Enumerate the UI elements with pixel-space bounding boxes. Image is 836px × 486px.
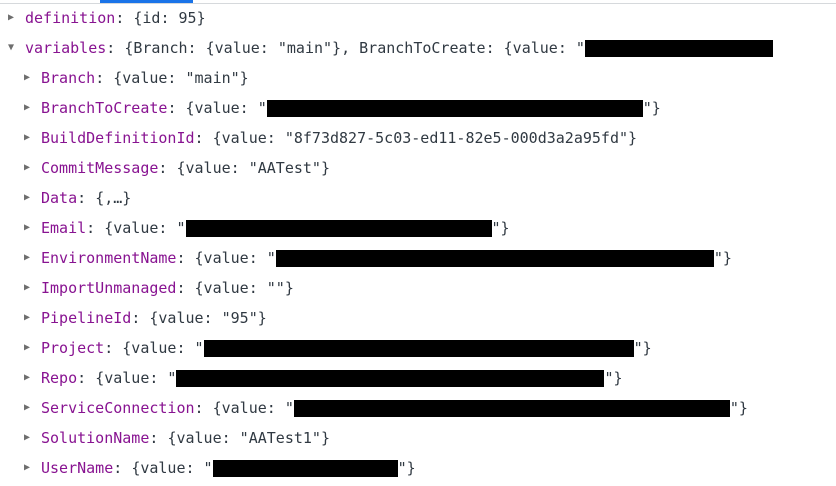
- tree-row-commitmessage[interactable]: ▶ CommitMessage: {value: "AATest"}: [24, 156, 330, 180]
- redacted-value: [275, 249, 714, 267]
- property-value: {value: ": [131, 459, 213, 477]
- redacted-value: [176, 369, 605, 387]
- property-key: Email: [41, 219, 87, 237]
- colon: :: [77, 369, 96, 387]
- property-value: {value: "AATest"}: [176, 159, 330, 177]
- tree-row-variables[interactable]: ▼ variables: {Branch: {value: "main"}, B…: [8, 36, 773, 60]
- collapse-arrow-icon[interactable]: ▼: [8, 42, 15, 53]
- tree-row-solutionname[interactable]: ▶ SolutionName: {value: "AATest1"}: [24, 426, 330, 450]
- property-key: PipelineId: [41, 309, 132, 327]
- expand-arrow-icon[interactable]: ▶: [24, 192, 31, 203]
- active-tab-indicator: [100, 0, 193, 3]
- property-key: variables: [25, 39, 107, 57]
- property-key: EnvironmentName: [41, 249, 177, 267]
- tree-row-environmentname[interactable]: ▶ EnvironmentName: {value: " "}: [24, 246, 732, 270]
- expand-arrow-icon[interactable]: ▶: [24, 372, 31, 383]
- colon: :: [158, 159, 177, 177]
- property-value-suffix: "}: [642, 99, 661, 117]
- expand-arrow-icon[interactable]: ▶: [24, 252, 31, 263]
- property-value-suffix: "}: [397, 459, 416, 477]
- property-value: {value: ": [122, 339, 204, 357]
- expand-arrow-icon[interactable]: ▶: [24, 462, 31, 473]
- property-value: {value: "main"}: [113, 69, 249, 87]
- expand-arrow-icon[interactable]: ▶: [24, 222, 31, 233]
- property-key: Repo: [41, 369, 78, 387]
- tree-row-serviceconnection[interactable]: ▶ ServiceConnection: {value: " "}: [24, 396, 748, 420]
- property-value-suffix: "}: [491, 219, 510, 237]
- expand-arrow-icon[interactable]: ▶: [8, 12, 15, 23]
- property-key: SolutionName: [41, 429, 150, 447]
- property-key: CommitMessage: [41, 159, 159, 177]
- colon: :: [113, 459, 132, 477]
- colon: :: [106, 39, 125, 57]
- expand-arrow-icon[interactable]: ▶: [24, 282, 31, 293]
- property-summary: {Branch: {value: "main"}, BranchToCreate…: [124, 39, 585, 57]
- property-value-suffix: "}: [604, 369, 623, 387]
- expand-arrow-icon[interactable]: ▶: [24, 432, 31, 443]
- expand-arrow-icon[interactable]: ▶: [24, 102, 31, 113]
- property-value: {value: ""}: [194, 279, 294, 297]
- property-value-suffix: "}: [729, 399, 748, 417]
- property-value-suffix: "}: [633, 339, 652, 357]
- colon: :: [77, 189, 96, 207]
- colon: :: [194, 129, 213, 147]
- expand-arrow-icon[interactable]: ▶: [24, 132, 31, 143]
- colon: :: [167, 99, 186, 117]
- property-value: {,…}: [95, 189, 132, 207]
- expand-arrow-icon[interactable]: ▶: [24, 72, 31, 83]
- property-key: ServiceConnection: [41, 399, 195, 417]
- tree-row-pipelineid[interactable]: ▶ PipelineId: {value: "95"}: [24, 306, 267, 330]
- property-key: Data: [41, 189, 78, 207]
- expand-arrow-icon[interactable]: ▶: [24, 312, 31, 323]
- colon: :: [176, 249, 195, 267]
- property-value: {value: "95"}: [149, 309, 267, 327]
- colon: :: [194, 399, 213, 417]
- property-value: {value: ": [185, 99, 267, 117]
- tree-row-branchtocreate[interactable]: ▶ BranchToCreate: {value: " "}: [24, 96, 661, 120]
- colon: :: [95, 69, 114, 87]
- property-key: Project: [41, 339, 105, 357]
- property-summary: {id: 95}: [133, 9, 206, 27]
- tree-row-email[interactable]: ▶ Email: {value: " "}: [24, 216, 510, 240]
- redacted-value: [584, 39, 773, 57]
- property-key: UserName: [41, 459, 114, 477]
- property-value: {value: ": [194, 249, 276, 267]
- colon: :: [115, 9, 134, 27]
- redacted-value: [203, 339, 634, 357]
- property-value: {value: ": [104, 219, 186, 237]
- property-value-suffix: "}: [713, 249, 732, 267]
- property-key: ImportUnmanaged: [41, 279, 177, 297]
- colon: :: [104, 339, 123, 357]
- tree-row-importunmanaged[interactable]: ▶ ImportUnmanaged: {value: ""}: [24, 276, 294, 300]
- property-value: {value: ": [95, 369, 177, 387]
- devtools-tab-bar: [0, 0, 836, 4]
- property-key: BranchToCreate: [41, 99, 168, 117]
- property-key: Branch: [41, 69, 96, 87]
- tree-row-project[interactable]: ▶ Project: {value: " "}: [24, 336, 652, 360]
- tree-row-data[interactable]: ▶ Data: {,…}: [24, 186, 131, 210]
- colon: :: [131, 309, 150, 327]
- property-key: BuildDefinitionId: [41, 129, 195, 147]
- redacted-value: [212, 459, 398, 477]
- expand-arrow-icon[interactable]: ▶: [24, 162, 31, 173]
- expand-arrow-icon[interactable]: ▶: [24, 402, 31, 413]
- expand-arrow-icon[interactable]: ▶: [24, 342, 31, 353]
- tree-row-repo[interactable]: ▶ Repo: {value: " "}: [24, 366, 623, 390]
- tree-row-builddefinitionid[interactable]: ▶ BuildDefinitionId: {value: "8f73d827-5…: [24, 126, 637, 150]
- colon: :: [86, 219, 105, 237]
- tree-row-definition[interactable]: ▶ definition: {id: 95}: [8, 6, 206, 30]
- tree-row-branch[interactable]: ▶ Branch: {value: "main"}: [24, 66, 249, 90]
- redacted-value: [185, 219, 492, 237]
- property-value: {value: ": [212, 399, 294, 417]
- redacted-value: [293, 399, 730, 417]
- tree-row-username[interactable]: ▶ UserName: {value: " "}: [24, 456, 416, 480]
- property-value: {value: "AATest1"}: [167, 429, 330, 447]
- colon: :: [176, 279, 195, 297]
- property-key: definition: [25, 9, 116, 27]
- redacted-value: [266, 99, 643, 117]
- colon: :: [149, 429, 168, 447]
- property-value: {value: "8f73d827-5c03-ed11-82e5-000d3a2…: [212, 129, 638, 147]
